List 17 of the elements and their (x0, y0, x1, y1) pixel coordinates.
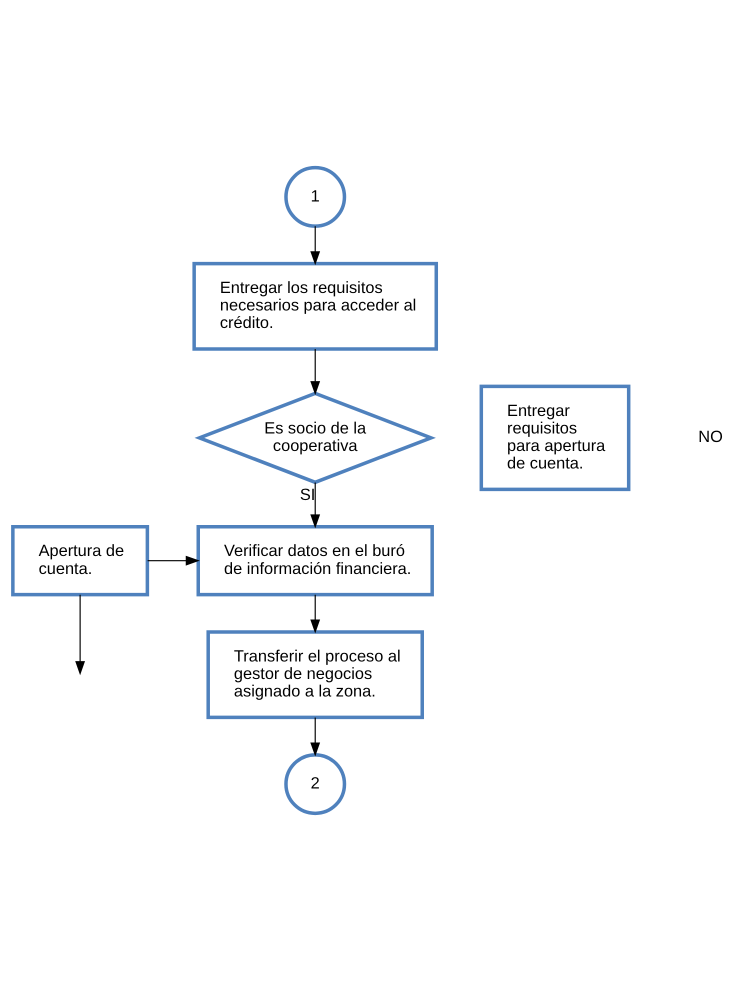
arrow (310, 482, 320, 528)
arrow (75, 594, 86, 676)
node-box: Entregar requisitos para apertura de cuenta. (480, 384, 630, 492)
arrow (310, 349, 320, 396)
node-box: Entregar los requisitos necesarios para acceder al crédito. (192, 262, 438, 351)
arrow (310, 594, 320, 634)
arrow (310, 226, 320, 266)
arrow (310, 718, 320, 756)
label: NO (698, 428, 723, 446)
node-box: Verificar datos en el buró de información financiera. (196, 525, 434, 596)
node-box: Apertura de cuenta. (11, 525, 150, 596)
arrow (148, 556, 200, 566)
node-diamond: Es socio de la cooperativa (194, 392, 436, 484)
node-circle: 1 (284, 166, 346, 228)
edge-label: SI (300, 486, 316, 504)
node-circle: 2 (284, 753, 346, 816)
node-box: Transferir el proceso al gestor de negocios asignado a la zona. (206, 630, 424, 720)
